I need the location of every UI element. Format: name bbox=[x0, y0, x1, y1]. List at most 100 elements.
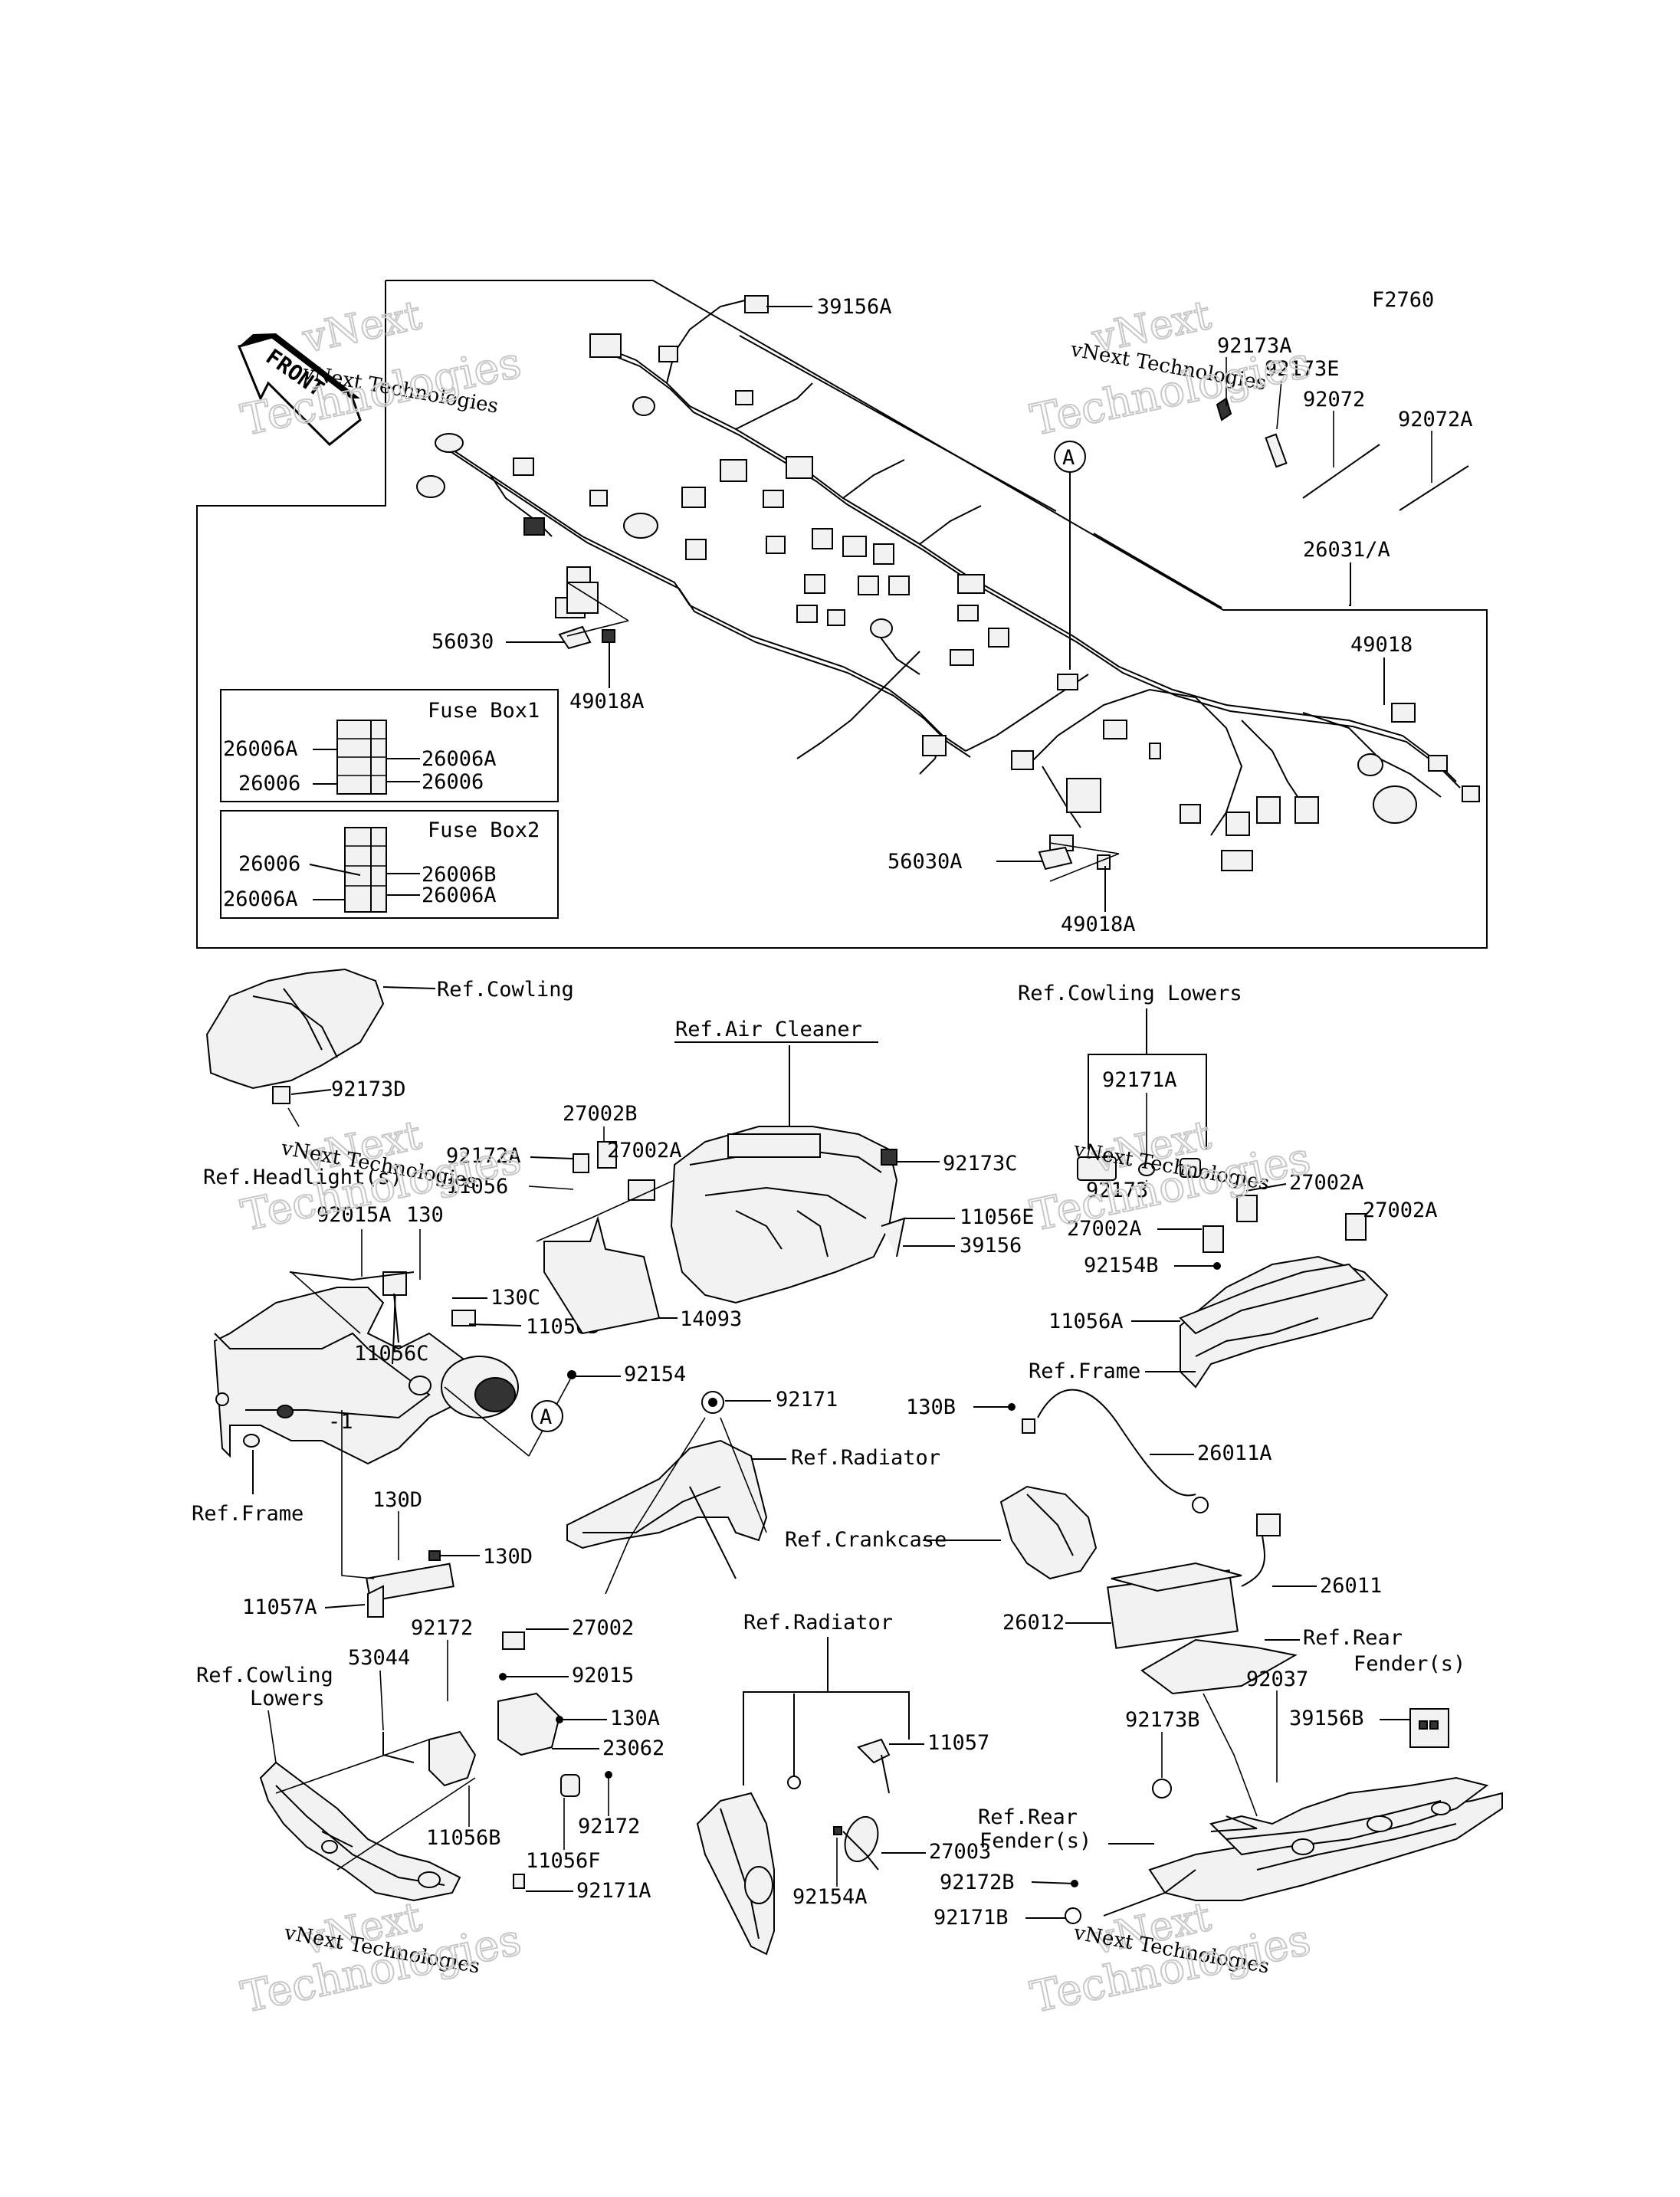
part-label: 92015A bbox=[317, 1203, 392, 1227]
part-label: 92172A bbox=[446, 1144, 521, 1168]
part-label: 26006A bbox=[223, 887, 298, 911]
fuse-box-2-panel: Fuse Box2 26006 26006A 26006B 26006A bbox=[220, 810, 559, 919]
part-label: 53044 bbox=[348, 1646, 410, 1670]
part-label: 56030 bbox=[431, 630, 494, 654]
fuse-box-1-panel: Fuse Box1 26006A 26006 26006A 26006 bbox=[220, 689, 559, 802]
part-label: Lowers bbox=[250, 1687, 325, 1710]
part-label: 49018A bbox=[1061, 913, 1136, 936]
part-label: 92154B bbox=[1084, 1254, 1159, 1277]
lower-center-labels: Ref.Radiator 11057 27003 92154A bbox=[743, 1611, 991, 1909]
part-label: 23062 bbox=[602, 1736, 664, 1760]
part-label: Ref.Cowling bbox=[196, 1664, 333, 1687]
part-label: 26012 bbox=[1002, 1611, 1065, 1635]
part-label: 92072 bbox=[1303, 388, 1365, 412]
battery-labels: 130B 26011A Ref.Crankcase 26011 26012 Re… bbox=[785, 1395, 1465, 1930]
part-label: 27002 bbox=[572, 1616, 634, 1640]
cable-ties bbox=[1216, 397, 1469, 511]
part-label: 39156A bbox=[817, 295, 892, 319]
fuse-box-2-title: Fuse Box2 bbox=[428, 818, 540, 842]
part-label: 26006A bbox=[422, 884, 497, 907]
part-label: 26006 bbox=[422, 770, 484, 794]
part-label: 130D bbox=[483, 1545, 533, 1569]
part-label: vNext bbox=[298, 293, 425, 362]
part-label: 92172B bbox=[940, 1871, 1015, 1894]
part-label: 26006 bbox=[238, 852, 300, 876]
lower-cowling-bracket-assembly bbox=[259, 1631, 580, 1902]
part-label: Fender(s) bbox=[979, 1829, 1091, 1853]
rear-fender-assembly bbox=[1103, 1776, 1503, 1917]
watermark-top-right: vNext vNext Technologies Technologies bbox=[1025, 292, 1315, 447]
part-label: 92172 bbox=[578, 1815, 640, 1838]
air-cleaner-assembly bbox=[543, 1126, 906, 1335]
part-label: 130D bbox=[372, 1488, 422, 1512]
part-label: 11056B bbox=[426, 1826, 501, 1850]
part-label: Ref.Crankcase bbox=[785, 1528, 947, 1552]
part-label: 49018 bbox=[1350, 633, 1413, 657]
part-label: 92171A bbox=[576, 1879, 651, 1903]
harness-frame bbox=[196, 280, 1488, 949]
part-label: -1 bbox=[328, 1410, 353, 1434]
part-label: 92173D bbox=[331, 1077, 406, 1101]
part-label: 11056E bbox=[960, 1205, 1035, 1229]
part-label: 39156 bbox=[960, 1234, 1022, 1258]
part-label: 92154A bbox=[792, 1885, 868, 1909]
part-label: Ref.Rear bbox=[1303, 1626, 1403, 1650]
watermark-bottom-left: vNext vNext Technologies Technologies bbox=[236, 1894, 526, 2024]
part-label: 11056F bbox=[526, 1849, 601, 1873]
part-label: 92171A bbox=[1102, 1068, 1177, 1092]
part-label: 27002A bbox=[607, 1139, 682, 1162]
part-label: 26006A bbox=[223, 737, 298, 761]
part-label: 26006 bbox=[238, 772, 300, 795]
part-label: Ref.Frame bbox=[192, 1502, 304, 1526]
part-label: Ref.Radiator bbox=[791, 1446, 940, 1470]
part-label: 92072A bbox=[1398, 408, 1473, 431]
part-label: 92173A bbox=[1217, 334, 1292, 358]
part-label: Ref.Frame bbox=[1029, 1359, 1140, 1383]
part-label: Ref.Rear bbox=[978, 1805, 1078, 1829]
part-label: 11057A bbox=[242, 1595, 317, 1619]
watermark-mid-right: vNext vNext Technologies Technologies bbox=[1025, 1112, 1315, 1242]
harness-connectors bbox=[416, 295, 1480, 871]
part-label: 130C bbox=[491, 1286, 540, 1310]
part-label: 11057 bbox=[927, 1731, 989, 1755]
part-label: A bbox=[540, 1405, 552, 1429]
part-label: 92172 bbox=[411, 1616, 473, 1640]
part-label: 26006B bbox=[422, 863, 497, 887]
callout-marker-a-harness: A bbox=[1054, 441, 1086, 670]
part-label: 27002A bbox=[1363, 1199, 1438, 1222]
part-label: Ref.Headlight(s) bbox=[203, 1166, 402, 1189]
part-label: 27002A bbox=[1289, 1171, 1364, 1195]
lower-left-labels: 92172 27002 53044 92015 Ref.Cowling Lowe… bbox=[196, 1616, 664, 1903]
right-upper-labels: Ref.Cowling Lowers 92171A 92173 27002A 2… bbox=[1018, 982, 1438, 1383]
air-cleaner-labels: 27002B 27002A 92172A 11056 Ref.Air Clean… bbox=[446, 1018, 1035, 1331]
part-label: 26006A bbox=[422, 747, 497, 771]
radiator-labels: 92171 Ref.Radiator bbox=[725, 1388, 940, 1470]
part-label: Ref.Cowling Lowers bbox=[1018, 982, 1242, 1005]
part-label: 11056A bbox=[1048, 1310, 1124, 1333]
part-label: 27002B bbox=[563, 1102, 638, 1126]
cowling-headlight-assembly bbox=[205, 968, 519, 1618]
part-label: Ref.Cowling bbox=[437, 978, 574, 1002]
lower-radiator-assembly bbox=[696, 1738, 891, 1956]
part-label: 11056 bbox=[446, 1175, 508, 1199]
cowling-lowers-frame-assembly bbox=[1077, 1156, 1389, 1389]
part-label: 56030A bbox=[888, 850, 963, 874]
part-label: 92037 bbox=[1246, 1667, 1308, 1691]
part-label: 92154 bbox=[624, 1362, 686, 1386]
part-label: 27003 bbox=[929, 1840, 991, 1864]
part-label: 26031/A bbox=[1303, 538, 1390, 562]
fuse-box-1-title: Fuse Box1 bbox=[428, 699, 540, 723]
figure-code: F2760 bbox=[1372, 288, 1434, 312]
part-label: 39156B bbox=[1289, 1707, 1364, 1730]
part-label: 130B bbox=[906, 1395, 956, 1419]
part-label: 26011A bbox=[1197, 1441, 1272, 1465]
headlight-labels: Ref.Cowling 92173D Ref.Headlight(s) 9201… bbox=[192, 978, 686, 1619]
part-label: 11056C bbox=[354, 1342, 429, 1366]
battery-assembly bbox=[999, 1389, 1298, 1695]
part-label: 92173B bbox=[1125, 1708, 1200, 1732]
part-label: Ref.Air Cleaner bbox=[675, 1018, 862, 1041]
part-label: 130A bbox=[610, 1707, 660, 1730]
part-label: 92171B bbox=[934, 1906, 1009, 1930]
part-label: 49018A bbox=[569, 690, 645, 713]
